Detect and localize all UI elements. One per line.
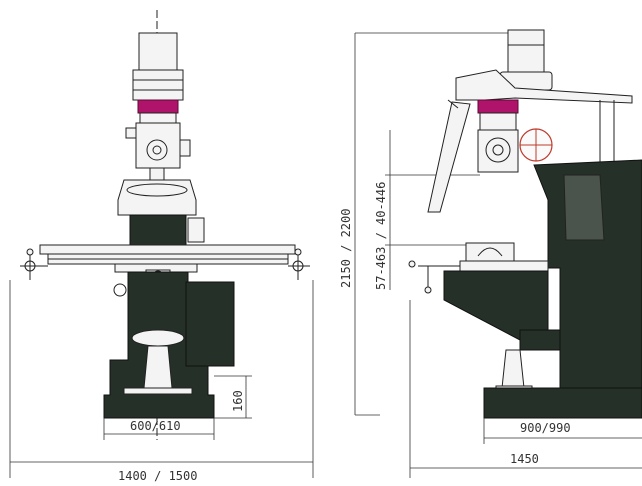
front-table xyxy=(39,244,296,255)
table-range-label: 57-463 / 40-446 xyxy=(374,182,388,290)
front-collar xyxy=(139,112,177,124)
total-height-label: 2150 / 2200 xyxy=(339,209,353,288)
side-total-width-label: 1450 xyxy=(510,452,539,466)
side-motor-band xyxy=(477,99,519,114)
front-head xyxy=(135,122,181,169)
side-guard xyxy=(427,101,471,213)
side-table xyxy=(465,242,515,262)
side-view: 2150 / 2200 57-463 / 40-446 xyxy=(339,29,642,478)
base-height-label: 160 xyxy=(231,390,245,412)
front-motor xyxy=(132,69,184,101)
front-motor-band xyxy=(137,99,179,114)
side-ram xyxy=(455,69,633,104)
front-column xyxy=(129,214,187,246)
front-motor-cap xyxy=(138,32,178,74)
front-view: 160 600/610 1400 / 1500 xyxy=(9,10,314,483)
side-head xyxy=(477,129,519,173)
front-total-width-label: 1400 / 1500 xyxy=(118,469,197,483)
side-base-width-label: 900/990 xyxy=(520,421,571,435)
front-base-width-label: 600/610 xyxy=(130,419,181,433)
side-motor xyxy=(507,29,545,73)
front-side-box xyxy=(185,281,235,367)
side-base xyxy=(483,387,642,419)
front-turret xyxy=(117,179,197,216)
